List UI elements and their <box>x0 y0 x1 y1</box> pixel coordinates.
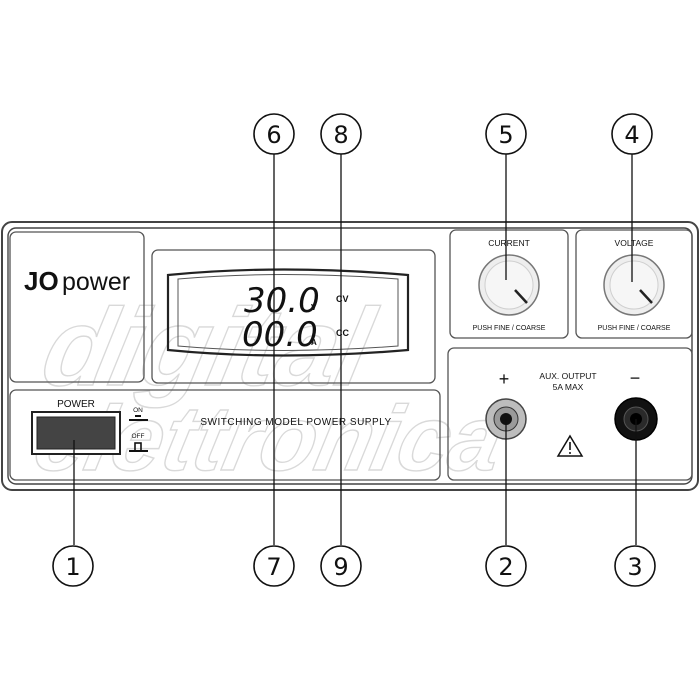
svg-text:3: 3 <box>627 553 642 581</box>
cc-indicator: CC <box>336 328 349 338</box>
power-switch-rocker <box>36 416 116 450</box>
display-panel <box>151 249 436 384</box>
svg-text:5: 5 <box>498 121 513 149</box>
power-off-label: OFF <box>132 433 145 440</box>
callout-9: 9 <box>320 545 362 587</box>
voltage-knob-indicator <box>639 289 653 304</box>
current-label: CURRENT <box>488 238 530 248</box>
aux-max-label: 5A MAX <box>553 382 584 392</box>
power-on-label: ON <box>133 407 143 414</box>
current-sub-label: PUSH FINE / COARSE <box>473 325 546 332</box>
lcd-screen-outer <box>166 268 410 357</box>
svg-text:4: 4 <box>624 121 639 149</box>
voltage-label: VOLTAGE <box>615 238 654 248</box>
cv-indicator: CV <box>336 294 349 304</box>
logo-box <box>9 231 145 383</box>
callout-4: 4 <box>611 113 653 155</box>
svg-text:7: 7 <box>266 553 281 581</box>
current-knob-indicator <box>514 289 528 304</box>
svg-text:8: 8 <box>333 121 348 149</box>
svg-text:9: 9 <box>333 553 348 581</box>
aux-output-section <box>447 347 693 481</box>
callout-1: 1 <box>52 545 94 587</box>
voltage-readout: 30.0 <box>244 281 320 321</box>
power-label: POWER <box>57 399 95 410</box>
warning-icon <box>556 434 584 457</box>
voltage-control-box <box>575 229 693 339</box>
callout-5: 5 <box>485 113 527 155</box>
voltage-unit: V <box>311 303 317 312</box>
warning-icon-dot <box>569 452 571 454</box>
model-text: SWITCHING MODEL POWER SUPPLY <box>200 417 391 428</box>
voltage-sub-label: PUSH FINE / COARSE <box>598 325 671 332</box>
callout-7: 7 <box>253 545 295 587</box>
aux-output-label: AUX. OUTPUT <box>539 371 596 381</box>
current-unit: A <box>311 338 317 347</box>
minus-sign: − <box>630 368 641 388</box>
power-off-symbol-top <box>134 442 142 452</box>
current-control-box <box>449 229 569 339</box>
lcd-screen-inner <box>177 274 399 351</box>
callout-2: 2 <box>485 545 527 587</box>
callout-3: 3 <box>614 545 656 587</box>
leader-lines <box>73 153 637 545</box>
current-readout: 00.0 <box>242 315 318 355</box>
svg-text:6: 6 <box>266 121 281 149</box>
watermark: digital elettronica <box>25 284 513 490</box>
lower-left-section <box>9 389 441 481</box>
svg-text:2: 2 <box>498 553 513 581</box>
brand-logo-bold: JO <box>24 266 59 296</box>
svg-text:1: 1 <box>65 553 80 581</box>
panel-outer-frame <box>1 221 699 491</box>
callout-6: 6 <box>253 113 295 155</box>
callout-8: 8 <box>320 113 362 155</box>
plus-sign: + <box>499 369 510 389</box>
brand-logo-light: power <box>62 268 130 296</box>
watermark-line1: digital <box>33 285 385 409</box>
